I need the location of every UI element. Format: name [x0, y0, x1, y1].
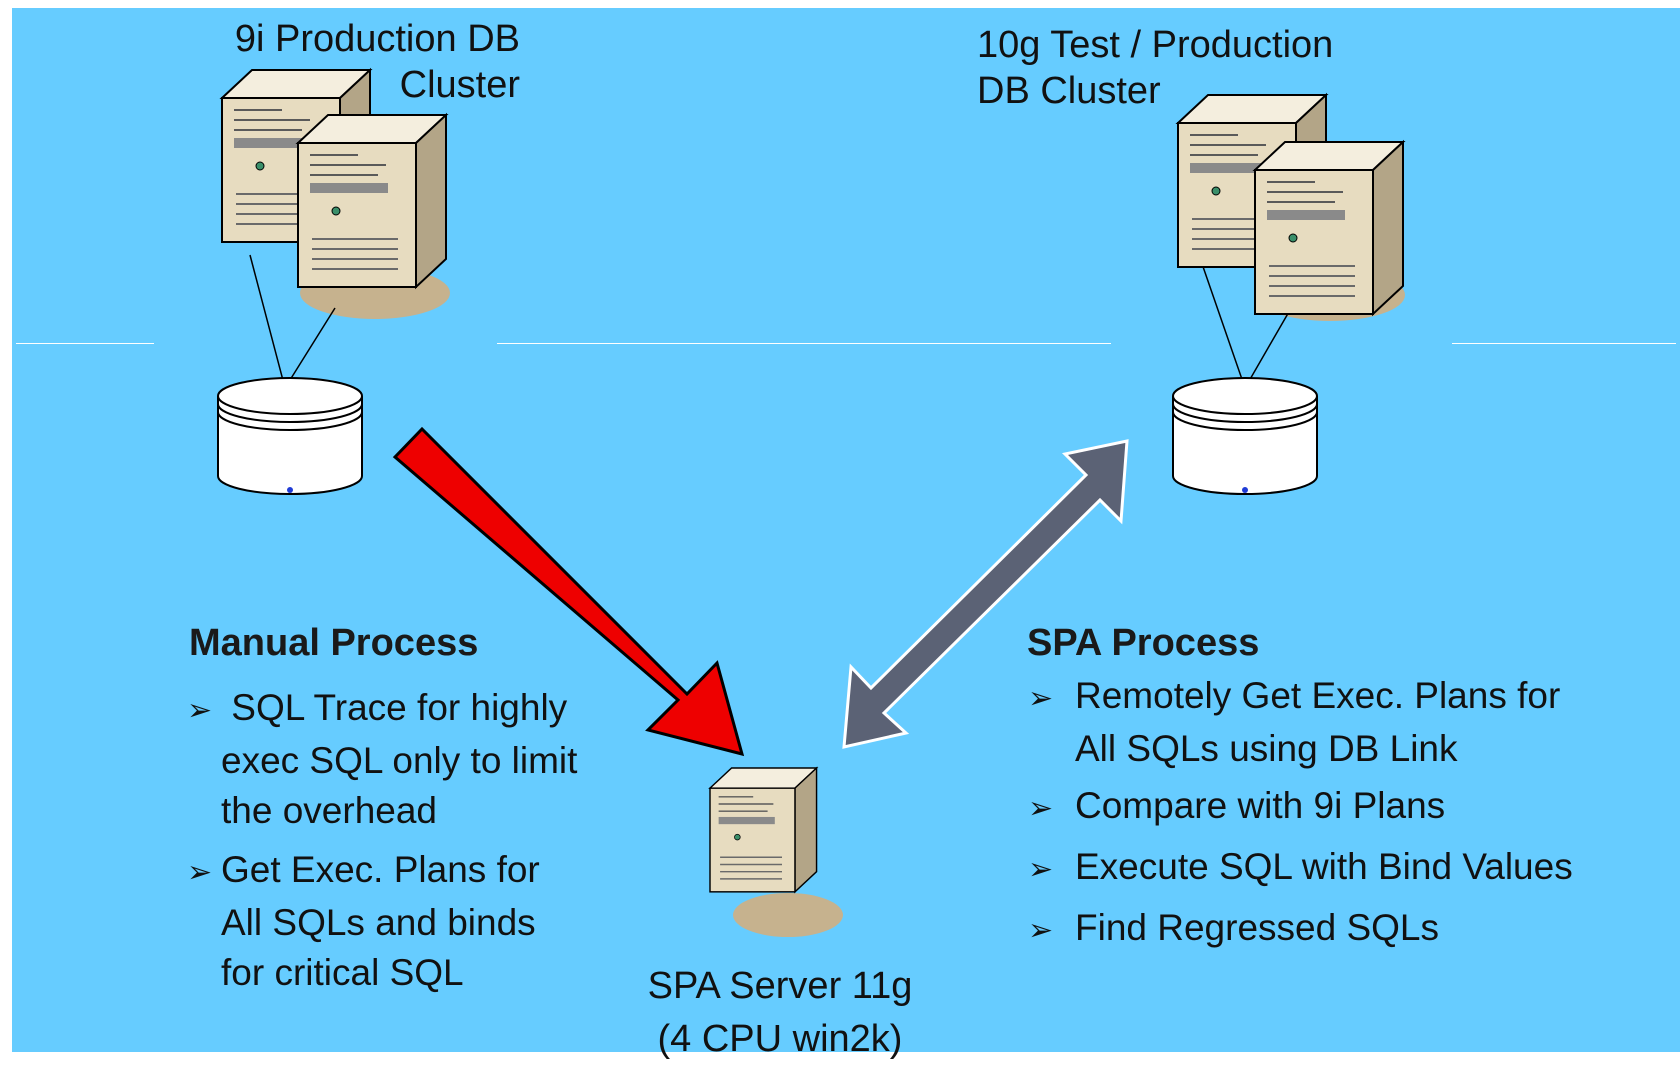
spa-process-item-4: ➢Find Regressed SQLs [1028, 903, 1439, 956]
spa-process-item-3: ➢Execute SQL with Bind Values [1028, 842, 1573, 895]
right-connector-lines [1199, 257, 1291, 389]
right-cluster-label-line2: DB Cluster [977, 70, 1161, 112]
bullet-arrow-icon: ➢ [1028, 853, 1054, 886]
divider-line-middle [497, 343, 1111, 344]
manual-process-title: Manual Process [189, 622, 479, 664]
manual-process-item-2: ➢Get Exec. Plans for All SQLs and binds … [187, 849, 540, 993]
right-server-icon-front [1254, 141, 1404, 315]
manual-process-item-1: ➢ SQL Trace for highly exec SQL only to … [187, 687, 578, 831]
left-connector-lines [249, 254, 336, 389]
spa-server-label: SPA Server 11g (4 CPU win2k) [620, 960, 940, 1066]
spa-server-icon [709, 767, 818, 893]
bullet-arrow-icon: ➢ [1028, 682, 1054, 715]
spa-process-title: SPA Process [1027, 622, 1260, 664]
left-cluster-label-line2: Cluster [399, 64, 520, 106]
spa-server-label-line2: (4 CPU win2k) [657, 1018, 903, 1060]
bullet-arrow-icon: ➢ [187, 694, 213, 727]
right-database-icon [1172, 377, 1318, 495]
spa-process-item-2: ➢Compare with 9i Plans [1028, 781, 1445, 834]
spa-server-label-line1: SPA Server 11g [647, 965, 913, 1007]
spa-server-shadow [733, 893, 843, 937]
divider-line-left [16, 343, 154, 344]
left-database-icon [217, 377, 363, 495]
left-cluster-label-line1: 9i Production DB [234, 18, 520, 60]
manual-process-arrow [392, 426, 745, 757]
spa-process-double-arrow [842, 439, 1129, 749]
left-cluster-label: 9i Production DB Cluster [200, 16, 520, 108]
right-cluster-label-line1: 10g Test / Production [977, 24, 1334, 66]
left-server-icon-front [297, 114, 447, 288]
bullet-arrow-icon: ➢ [187, 856, 213, 889]
right-cluster-label: 10g Test / Production DB Cluster [977, 22, 1333, 114]
bullet-arrow-icon: ➢ [1028, 792, 1054, 825]
divider-line-right [1452, 343, 1676, 344]
spa-process-item-1: ➢Remotely Get Exec. Plans for All SQLs u… [1028, 675, 1561, 769]
bullet-arrow-icon: ➢ [1028, 914, 1054, 947]
